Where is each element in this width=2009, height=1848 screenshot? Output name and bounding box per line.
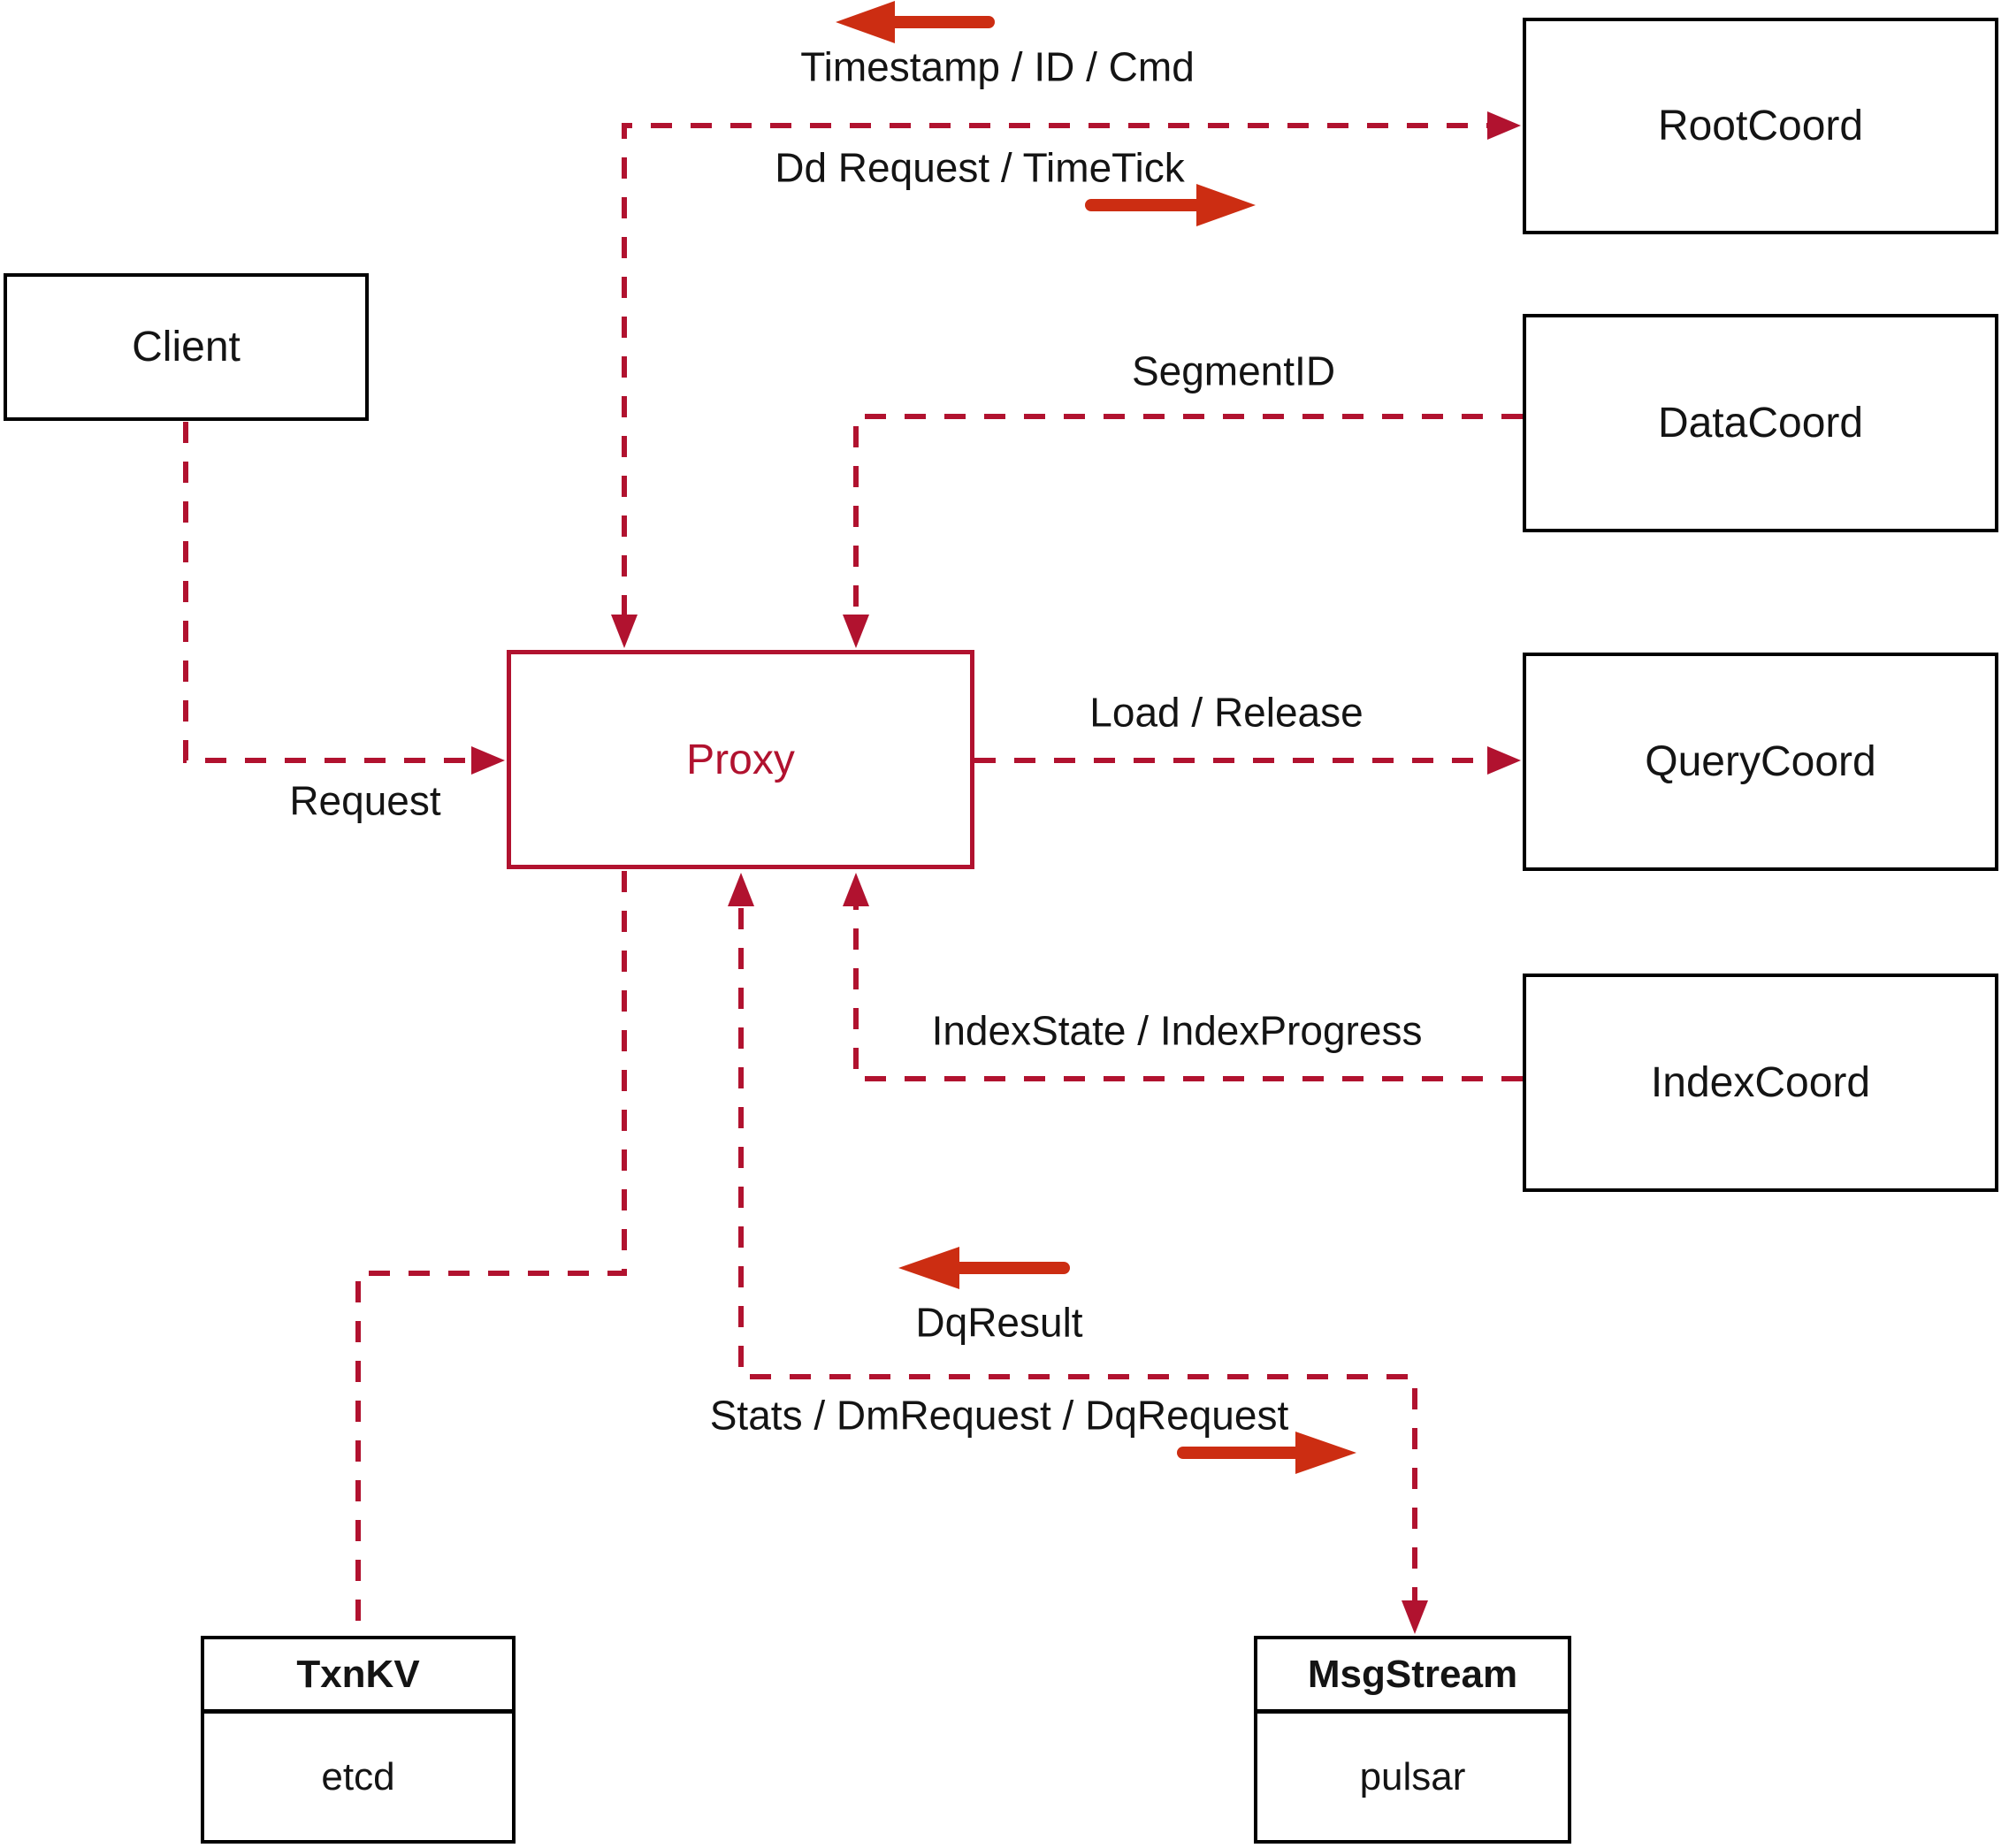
dashed-connector-proxy-msgstream xyxy=(738,908,1417,1600)
arrowhead-into-proxy-bottom-right xyxy=(843,873,869,906)
node-querycoord: QueryCoord xyxy=(1523,653,1998,871)
arrow-left-icon-dqresult xyxy=(898,1247,1070,1289)
store-msgstream-title: MsgStream xyxy=(1257,1639,1568,1714)
edge-label-load-release: Load / Release xyxy=(1089,689,1364,736)
arrow-right-icon-dd-request xyxy=(1085,184,1256,226)
arrow-right-icon-stats xyxy=(1177,1432,1356,1474)
node-proxy: Proxy xyxy=(507,650,974,869)
arrow-left-icon-timestamp xyxy=(836,1,995,43)
arrowhead-into-msgstream xyxy=(1402,1600,1428,1634)
node-client-label: Client xyxy=(132,324,241,370)
edge-label-stats-dmrequest-dqrequest: Stats / DmRequest / DqRequest xyxy=(709,1392,1289,1439)
arrowhead-into-rootcoord xyxy=(1487,111,1521,140)
node-indexcoord-label: IndexCoord xyxy=(1650,1059,1871,1106)
edge-label-indexstate-indexprogress: IndexState / IndexProgress xyxy=(931,1007,1423,1054)
edge-label-dd-request-timetick: Dd Request / TimeTick xyxy=(775,144,1185,191)
node-querycoord-label: QueryCoord xyxy=(1645,738,1876,785)
node-rootcoord-label: RootCoord xyxy=(1657,103,1864,149)
dashed-connector-proxy-rootcoord xyxy=(622,123,1487,616)
edge-label-dqresult: DqResult xyxy=(915,1299,1083,1346)
arrowhead-into-proxy-left xyxy=(471,746,505,775)
store-msgstream: MsgStream pulsar xyxy=(1254,1636,1571,1844)
node-client: Client xyxy=(4,273,369,421)
dashed-connector-proxy-txnkv xyxy=(355,871,627,1634)
store-txnkv: TxnKV etcd xyxy=(201,1636,516,1844)
direction-arrows xyxy=(836,1,1356,1474)
node-datacoord: DataCoord xyxy=(1523,314,1998,532)
dashed-connector-datacoord-proxy xyxy=(853,414,1523,616)
edge-label-segmentid: SegmentID xyxy=(1131,347,1336,394)
store-txnkv-title: TxnKV xyxy=(204,1639,512,1714)
node-proxy-label: Proxy xyxy=(686,736,795,783)
edge-label-timestamp-id-cmd: Timestamp / ID / Cmd xyxy=(800,43,1195,90)
arrowhead-into-proxy-top-left xyxy=(611,615,638,648)
arrowhead-into-proxy-top-right xyxy=(843,615,869,648)
dashed-connector-client-proxy xyxy=(183,422,470,763)
store-txnkv-impl: etcd xyxy=(321,1754,395,1798)
arrowhead-into-proxy-bottom-middle xyxy=(728,873,754,906)
arrowhead-into-querycoord xyxy=(1487,746,1521,775)
node-datacoord-label: DataCoord xyxy=(1657,400,1864,447)
store-msgstream-impl: pulsar xyxy=(1359,1754,1466,1798)
node-indexcoord: IndexCoord xyxy=(1523,974,1998,1192)
node-rootcoord: RootCoord xyxy=(1523,18,1998,234)
edge-label-request: Request xyxy=(289,777,441,824)
